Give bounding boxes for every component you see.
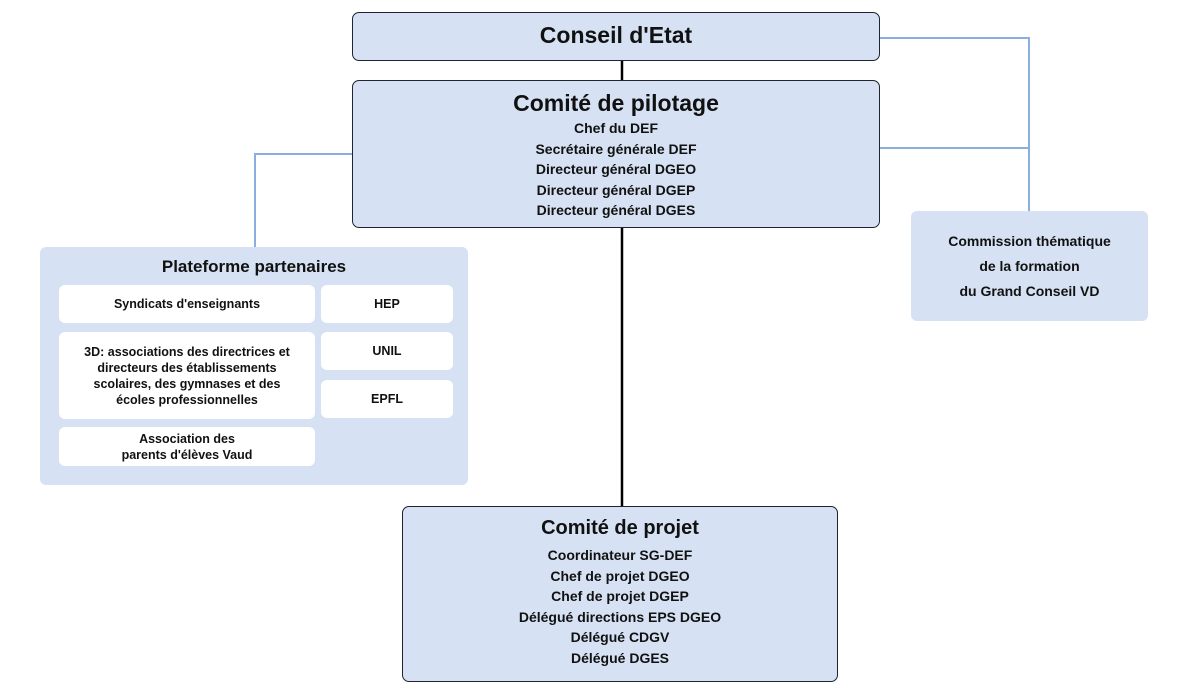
card-epfl-label: EPFL bbox=[371, 392, 403, 406]
card-parents-line: Association des bbox=[139, 431, 235, 446]
copil-member: Directeur général DGEP bbox=[536, 181, 696, 198]
copil-member: Chef du DEF bbox=[574, 120, 658, 136]
plateforme-title: Plateforme partenaires bbox=[161, 257, 347, 276]
card-hep: HEP bbox=[321, 285, 453, 323]
comite-projet-box: Comité de projet Coordinateur SG-DEF Che… bbox=[402, 506, 838, 682]
copil-member: Secrétaire générale DEF bbox=[535, 140, 697, 157]
card-syndicats: Syndicats d'enseignants bbox=[59, 285, 315, 323]
conseil-etat-box: Conseil d'Etat bbox=[352, 12, 880, 61]
card-parents-line: parents d'élèves Vaud bbox=[121, 447, 253, 462]
card-association-parents: Association des parents d'élèves Vaud bbox=[59, 427, 315, 466]
connector-plateforme bbox=[254, 153, 353, 248]
commission-line: du Grand Conseil VD bbox=[959, 283, 1100, 299]
card-association-3d: 3D: associations des directrices et dire… bbox=[59, 332, 315, 419]
projet-member: Coordinateur SG-DEF bbox=[547, 547, 693, 563]
card-3d-line: scolaires, des gymnases et des bbox=[93, 376, 281, 391]
plateforme-partenaires-box: Plateforme partenaires Syndicats d'ensei… bbox=[40, 247, 468, 485]
projet-member: Chef de projet DGEO bbox=[550, 567, 690, 584]
card-epfl: EPFL bbox=[321, 380, 453, 418]
conseil-etat-title: Conseil d'Etat bbox=[539, 22, 693, 48]
commission-line: Commission thématique bbox=[948, 233, 1111, 249]
connector-commission bbox=[879, 37, 1030, 212]
card-unil: UNIL bbox=[321, 332, 453, 370]
card-3d-line: 3D: associations des directrices et bbox=[84, 344, 290, 359]
projet-member: Délégué DGES bbox=[570, 649, 670, 666]
comite-projet-title: Comité de projet bbox=[541, 517, 699, 539]
commission-line: de la formation bbox=[979, 258, 1080, 274]
projet-member: Délégué CDGV bbox=[570, 629, 670, 645]
projet-member: Chef de projet DGEP bbox=[551, 588, 689, 604]
card-3d-line: directeurs des établissements bbox=[97, 360, 277, 375]
comite-pilotage-title: Comité de pilotage bbox=[513, 90, 719, 116]
card-3d-line: écoles professionnelles bbox=[116, 392, 258, 407]
commission-thematique-box: Commission thématique de la formation du… bbox=[911, 211, 1148, 321]
comite-pilotage-box: Comité de pilotage Chef du DEF Secrétair… bbox=[352, 80, 880, 228]
card-syndicats-label: Syndicats d'enseignants bbox=[113, 297, 261, 311]
copil-member: Directeur général DGEO bbox=[535, 161, 697, 177]
projet-member: Délégué directions EPS DGEO bbox=[518, 608, 722, 625]
copil-member: Directeur général DGES bbox=[536, 202, 696, 218]
card-hep-label: HEP bbox=[374, 297, 400, 311]
card-unil-label: UNIL bbox=[372, 344, 402, 358]
